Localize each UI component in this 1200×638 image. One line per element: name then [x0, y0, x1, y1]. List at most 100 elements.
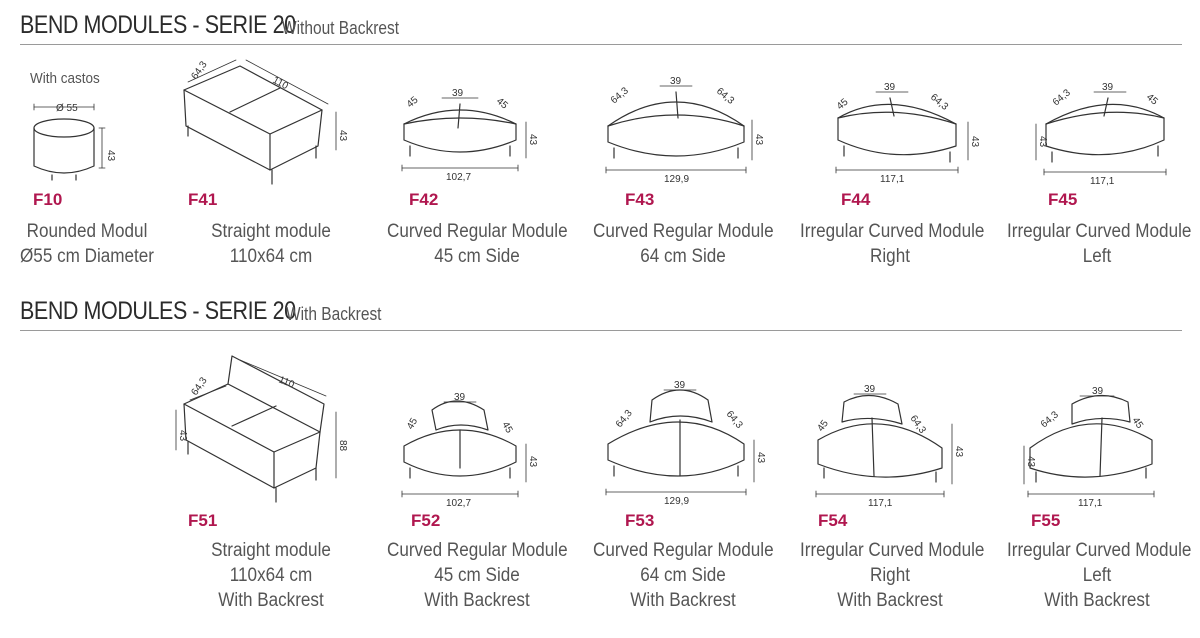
dim-label: 45	[405, 416, 420, 432]
f42-curved-drawing	[403, 103, 517, 157]
dim-label: 45	[405, 94, 421, 110]
dim-label: 45	[1130, 415, 1146, 431]
description-line: Ø55 cm Diameter	[20, 246, 154, 267]
section-header-with-backrest: BEND MODULES - SERIE 20 With Backrest	[20, 297, 1182, 331]
dim-label: 64,3	[928, 92, 950, 113]
dim-label: 39	[454, 392, 466, 403]
dim-label: 117,1	[880, 174, 905, 185]
description-line: 110x64 cm	[229, 246, 313, 267]
dim-label: 43	[753, 134, 764, 146]
dim-label: 39	[864, 384, 876, 395]
dim-label: 43	[105, 150, 116, 162]
section-header-without-backrest: BEND MODULES - SERIE 20 Without Backrest	[20, 11, 1182, 45]
dim-label: 110	[271, 75, 291, 92]
module-code-f51: F51	[188, 511, 218, 530]
description-line: With Backrest	[424, 590, 530, 611]
dim-label: 39	[884, 82, 896, 93]
dim-label: 129,9	[664, 496, 689, 507]
module-code-f45: F45	[1048, 190, 1078, 209]
f53-curved-backrest-drawing	[607, 389, 745, 477]
dim-label: 117,1	[1090, 176, 1115, 187]
module-code-f55: F55	[1031, 511, 1061, 530]
f43-curved-drawing	[607, 91, 745, 159]
module-code-f44: F44	[841, 190, 871, 209]
module-code-f43: F43	[625, 190, 655, 209]
dim-label: 129,9	[664, 174, 689, 185]
description-line: Right	[870, 565, 910, 586]
module-description-f10: Rounded Modul Ø55 cm Diameter	[0, 219, 177, 269]
module-code-f52: F52	[411, 511, 441, 530]
f54-irregular-right-backrest-drawing	[817, 394, 943, 483]
module-description-f42: Curved Regular Module 45 cm Side	[387, 219, 568, 269]
module-description-f54: Irregular Curved Module Right With Backr…	[800, 538, 985, 613]
module-description-f51: Straight module 110x64 cm With Backrest	[181, 538, 361, 613]
description-line: Irregular Curved Module	[1007, 221, 1192, 242]
module-code-f42: F42	[409, 190, 439, 209]
dim-label: 45	[499, 420, 514, 436]
dim-label: 43	[1037, 136, 1048, 148]
f55-irregular-left-backrest-drawing	[1029, 394, 1153, 483]
dim-label: 64,3	[609, 85, 631, 106]
description-line: Left	[1082, 565, 1112, 586]
dim-label: 64,3	[714, 86, 736, 107]
f45-irregular-left-drawing	[1045, 97, 1165, 163]
description-line: 45 cm Side	[434, 246, 520, 267]
description-line: 64 cm Side	[640, 565, 726, 586]
dim-label: 45	[494, 96, 510, 112]
dim-label: 117,1	[1078, 498, 1103, 509]
dim-label: 88	[337, 440, 348, 452]
module-code-f53: F53	[625, 511, 655, 530]
dim-label: 43	[337, 130, 348, 142]
dim-label: 43	[527, 134, 538, 146]
dim-label: 43	[755, 452, 766, 464]
description-line: Irregular Curved Module	[800, 540, 985, 561]
dim-label: Ø 55	[56, 103, 78, 114]
dim-label: 45	[1144, 92, 1160, 108]
module-description-f55: Irregular Curved Module Left With Backre…	[1007, 538, 1192, 613]
f41-straight-drawing	[183, 65, 323, 185]
module-description-f43: Curved Regular Module 64 cm Side	[593, 219, 774, 269]
description-line: Left	[1082, 246, 1112, 267]
description-line: Right	[870, 246, 910, 267]
castors-note: With castos	[30, 70, 100, 87]
description-line: With Backrest	[630, 590, 736, 611]
description-line: Rounded Modul	[26, 221, 148, 242]
dim-label: 43	[953, 446, 964, 458]
dim-label: 43	[527, 456, 538, 468]
dim-label: 64,3	[908, 413, 928, 436]
f10-pouf-drawing	[33, 118, 95, 181]
dim-label: 43	[969, 136, 980, 148]
description-line: 45 cm Side	[434, 565, 520, 586]
dim-label: 39	[1102, 82, 1114, 93]
dim-label: 45	[835, 96, 851, 112]
dim-label: 43	[1025, 456, 1036, 468]
dim-label: 102,7	[446, 498, 471, 509]
description-line: With Backrest	[837, 590, 943, 611]
section-title: BEND MODULES - SERIE 20	[20, 297, 296, 325]
module-description-f52: Curved Regular Module 45 cm Side With Ba…	[387, 538, 568, 613]
module-description-f41: Straight module 110x64 cm	[181, 219, 361, 269]
description-line: Curved Regular Module	[387, 221, 568, 242]
description-line: Irregular Curved Module	[1007, 540, 1192, 561]
f51-straight-backrest-drawing	[183, 355, 325, 503]
module-code-f10: F10	[33, 190, 63, 209]
dim-label: 64,3	[1051, 87, 1073, 108]
dim-label: 39	[674, 380, 686, 391]
dim-label: 64,3	[189, 375, 209, 398]
section-subtitle: With Backrest	[286, 304, 382, 324]
dim-label: 64,3	[189, 59, 209, 82]
dim-label: 39	[452, 88, 464, 99]
dim-label: 64,3	[724, 409, 745, 431]
dim-label: 117,1	[868, 498, 893, 509]
section-title: BEND MODULES - SERIE 20	[20, 11, 296, 39]
f52-curved-backrest-drawing	[403, 400, 517, 479]
module-description-f53: Curved Regular Module 64 cm Side With Ba…	[593, 538, 774, 613]
description-line: Curved Regular Module	[593, 221, 774, 242]
dim-label: 64,3	[1039, 409, 1061, 430]
description-line: With Backrest	[1044, 590, 1150, 611]
description-line: Curved Regular Module	[593, 540, 774, 561]
dim-label: 39	[1092, 386, 1104, 397]
section-subtitle: Without Backrest	[282, 18, 400, 38]
dim-label: 102,7	[446, 172, 471, 183]
module-description-f45: Irregular Curved Module Left	[1007, 219, 1192, 269]
